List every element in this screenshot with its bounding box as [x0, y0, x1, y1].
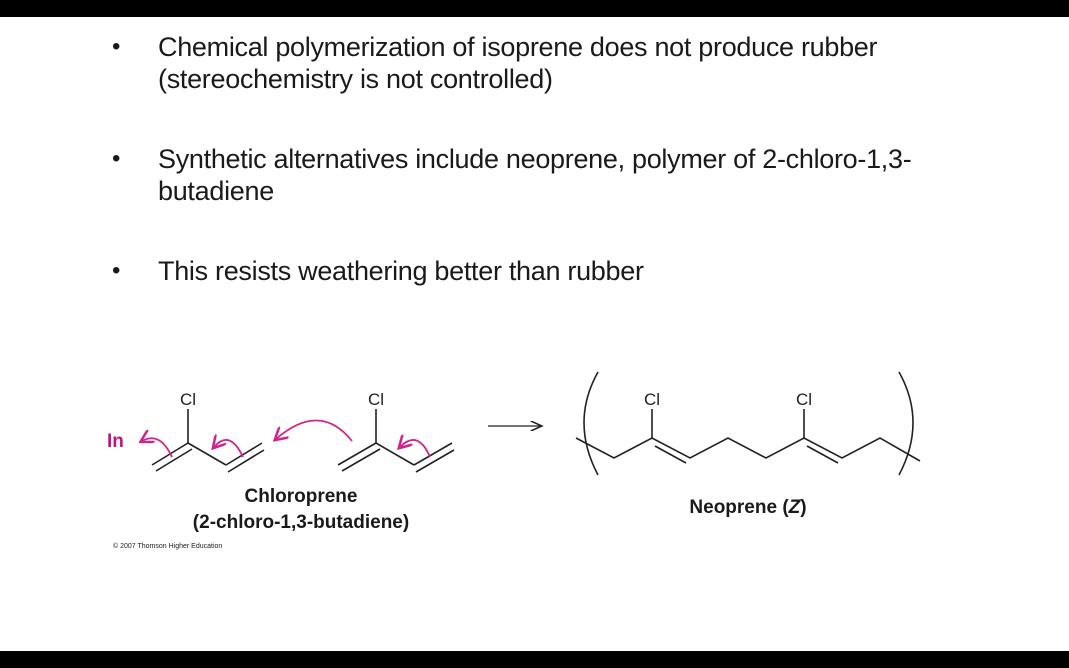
chlorine-label: Cl [796, 390, 812, 409]
bullet-marker: • [112, 257, 121, 284]
polymer-caption-stereo: Z [788, 497, 802, 518]
bullet-item: • Synthetic alternatives include neopren… [112, 143, 1012, 207]
bullet-item: • This resists weathering better than ru… [112, 255, 1012, 287]
polymer-caption-prefix: Neoprene ( [689, 497, 789, 518]
initiator-label: In [107, 431, 124, 452]
bullet-marker: • [112, 33, 121, 60]
polymer-caption: Neoprene (Z) [689, 497, 806, 518]
left-bracket [583, 371, 599, 476]
monomer-iupac-caption: (2-chloro-1,3-butadiene) [193, 512, 409, 533]
bullet-text: Synthetic alternatives include neoprene,… [158, 144, 912, 206]
neoprene-polymer: Cl Cl [575, 371, 921, 476]
chlorine-label: Cl [368, 390, 384, 409]
right-bracket [898, 371, 914, 476]
reaction-scheme: In Cl Cl [107, 371, 921, 550]
curved-arrows [142, 419, 431, 458]
copyright-notice: © 2007 Thomson Higher Education [113, 542, 222, 550]
polymer-caption-suffix: ) [800, 497, 806, 518]
monomer-caption: Chloroprene [245, 486, 358, 507]
bullet-item: • Chemical polymerization of isoprene do… [112, 31, 1012, 95]
bullet-text: This resists weathering better than rubb… [158, 256, 644, 286]
bullet-text: Chemical polymerization of isoprene does… [158, 32, 878, 94]
slide: • Chemical polymerization of isoprene do… [0, 17, 1069, 651]
chloroprene-monomer-1: Cl [151, 390, 265, 473]
chlorine-label: Cl [644, 390, 660, 409]
bullet-marker: • [112, 145, 121, 172]
chloroprene-monomer-2: Cl [337, 390, 455, 473]
chlorine-label: Cl [180, 390, 196, 409]
